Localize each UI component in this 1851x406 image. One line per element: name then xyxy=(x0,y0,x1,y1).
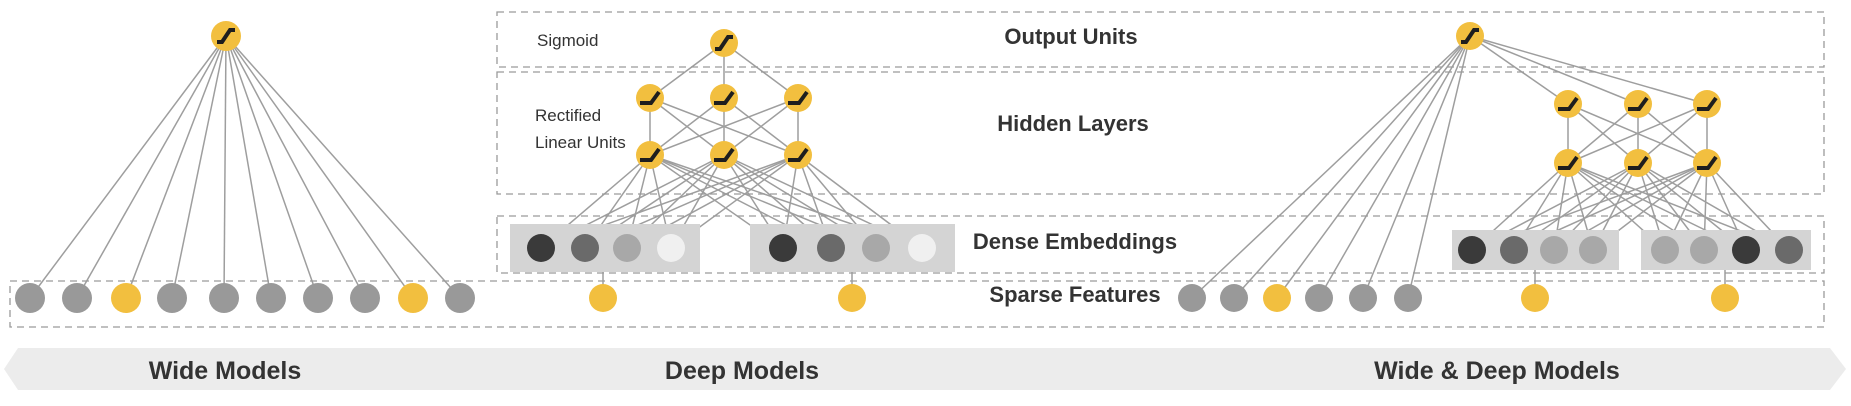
rectified-label-line2: Linear Units xyxy=(535,133,626,152)
embedding-node xyxy=(1732,236,1760,264)
connection-line xyxy=(1407,35,1471,299)
embedding-node xyxy=(1458,236,1486,264)
hidden-layers-box xyxy=(496,71,1825,195)
relu-unit-icon xyxy=(1624,149,1652,177)
sparse-feature-node xyxy=(1394,284,1422,312)
deep-models-label: Deep Models xyxy=(665,357,819,385)
sparse-feature-node xyxy=(15,283,45,313)
relu-unit-icon xyxy=(1554,90,1582,118)
connection-line xyxy=(225,35,461,299)
embedding-node xyxy=(571,234,599,262)
connection-line xyxy=(225,35,319,299)
dense-embeddings-label: Dense Embeddings xyxy=(973,229,1177,254)
embedding-node xyxy=(527,234,555,262)
embedding-node xyxy=(1579,236,1607,264)
relu-unit-icon xyxy=(710,141,738,169)
wide-models-label: Wide Models xyxy=(149,357,302,385)
relu-unit-icon xyxy=(710,84,738,112)
sparse-features-label: Sparse Features xyxy=(989,282,1160,307)
connection-line xyxy=(171,35,227,299)
sparse-feature-node xyxy=(589,284,617,312)
embedding-node xyxy=(908,234,936,262)
connection-line xyxy=(1233,35,1471,299)
sparse-feature-node xyxy=(1305,284,1333,312)
connection-line xyxy=(223,35,227,299)
sparse-feature-node xyxy=(838,284,866,312)
connection-line xyxy=(649,42,725,99)
sparse-feature-node xyxy=(1178,284,1206,312)
sigmoid-unit-icon xyxy=(710,29,738,57)
sparse-feature-node xyxy=(256,283,286,313)
connection-line xyxy=(1469,35,1569,105)
sparse-feature-node xyxy=(445,283,475,313)
sparse-feature-node xyxy=(350,283,380,313)
connection-line xyxy=(1191,35,1471,299)
connection-line xyxy=(1276,35,1471,299)
relu-unit-icon xyxy=(1554,149,1582,177)
output-units-label: Output Units xyxy=(1004,24,1137,49)
connection-line xyxy=(649,97,799,156)
embedding-node xyxy=(1690,236,1718,264)
dense-embeddings-box xyxy=(496,215,1825,274)
connection-line xyxy=(723,42,799,99)
connection-line xyxy=(723,97,799,156)
connection-line xyxy=(1318,35,1471,299)
connection-line xyxy=(225,35,272,299)
relu-unit-icon xyxy=(784,84,812,112)
output-units-box xyxy=(496,11,1825,68)
relu-unit-icon xyxy=(1693,90,1721,118)
sparse-feature-node xyxy=(1263,284,1291,312)
hidden-layers-label: Hidden Layers xyxy=(997,111,1149,136)
connection-line xyxy=(76,35,227,299)
relu-unit-icon xyxy=(1624,90,1652,118)
embedding-node xyxy=(817,234,845,262)
sigmoid-label: Sigmoid xyxy=(537,31,598,50)
embedding-node xyxy=(1500,236,1528,264)
embedding-node xyxy=(613,234,641,262)
sparse-feature-node xyxy=(1521,284,1549,312)
sparse-feature-node xyxy=(1349,284,1377,312)
sparse-feature-node xyxy=(1220,284,1248,312)
sparse-feature-node xyxy=(303,283,333,313)
sparse-feature-node xyxy=(1711,284,1739,312)
relu-unit-icon xyxy=(784,141,812,169)
embedding-node xyxy=(1775,236,1803,264)
connection-line xyxy=(125,35,227,299)
connection-line xyxy=(1469,35,1708,105)
relu-unit-icon xyxy=(636,141,664,169)
connection-line xyxy=(1637,103,1708,164)
sparse-feature-node xyxy=(209,283,239,313)
embedding-node xyxy=(657,234,685,262)
connection-line xyxy=(1469,35,1639,105)
connection-line xyxy=(1567,103,1708,164)
connection-line xyxy=(1362,35,1471,299)
connection-line xyxy=(225,35,414,299)
connection-line xyxy=(649,97,725,156)
sparse-feature-node xyxy=(111,283,141,313)
sigmoid-unit-icon xyxy=(1456,22,1484,50)
sparse-feature-node xyxy=(398,283,428,313)
sparse-feature-node xyxy=(157,283,187,313)
sparse-features-box xyxy=(9,280,1825,328)
relu-unit-icon xyxy=(1693,149,1721,177)
embedding-node xyxy=(1651,236,1679,264)
sparse-feature-node xyxy=(62,283,92,313)
wide-deep-models-label: Wide & Deep Models xyxy=(1374,357,1620,385)
nodes-layer xyxy=(15,21,1803,313)
relu-unit-icon xyxy=(636,84,664,112)
connection-line xyxy=(225,35,366,299)
connection-line xyxy=(29,35,227,299)
embedding-node xyxy=(862,234,890,262)
model-banner xyxy=(4,348,1846,390)
rectified-label-line1: Rectified xyxy=(535,106,601,125)
sigmoid-unit-icon xyxy=(211,21,241,51)
embedding-node xyxy=(1540,236,1568,264)
connection-line xyxy=(1567,103,1639,164)
embedding-node xyxy=(769,234,797,262)
